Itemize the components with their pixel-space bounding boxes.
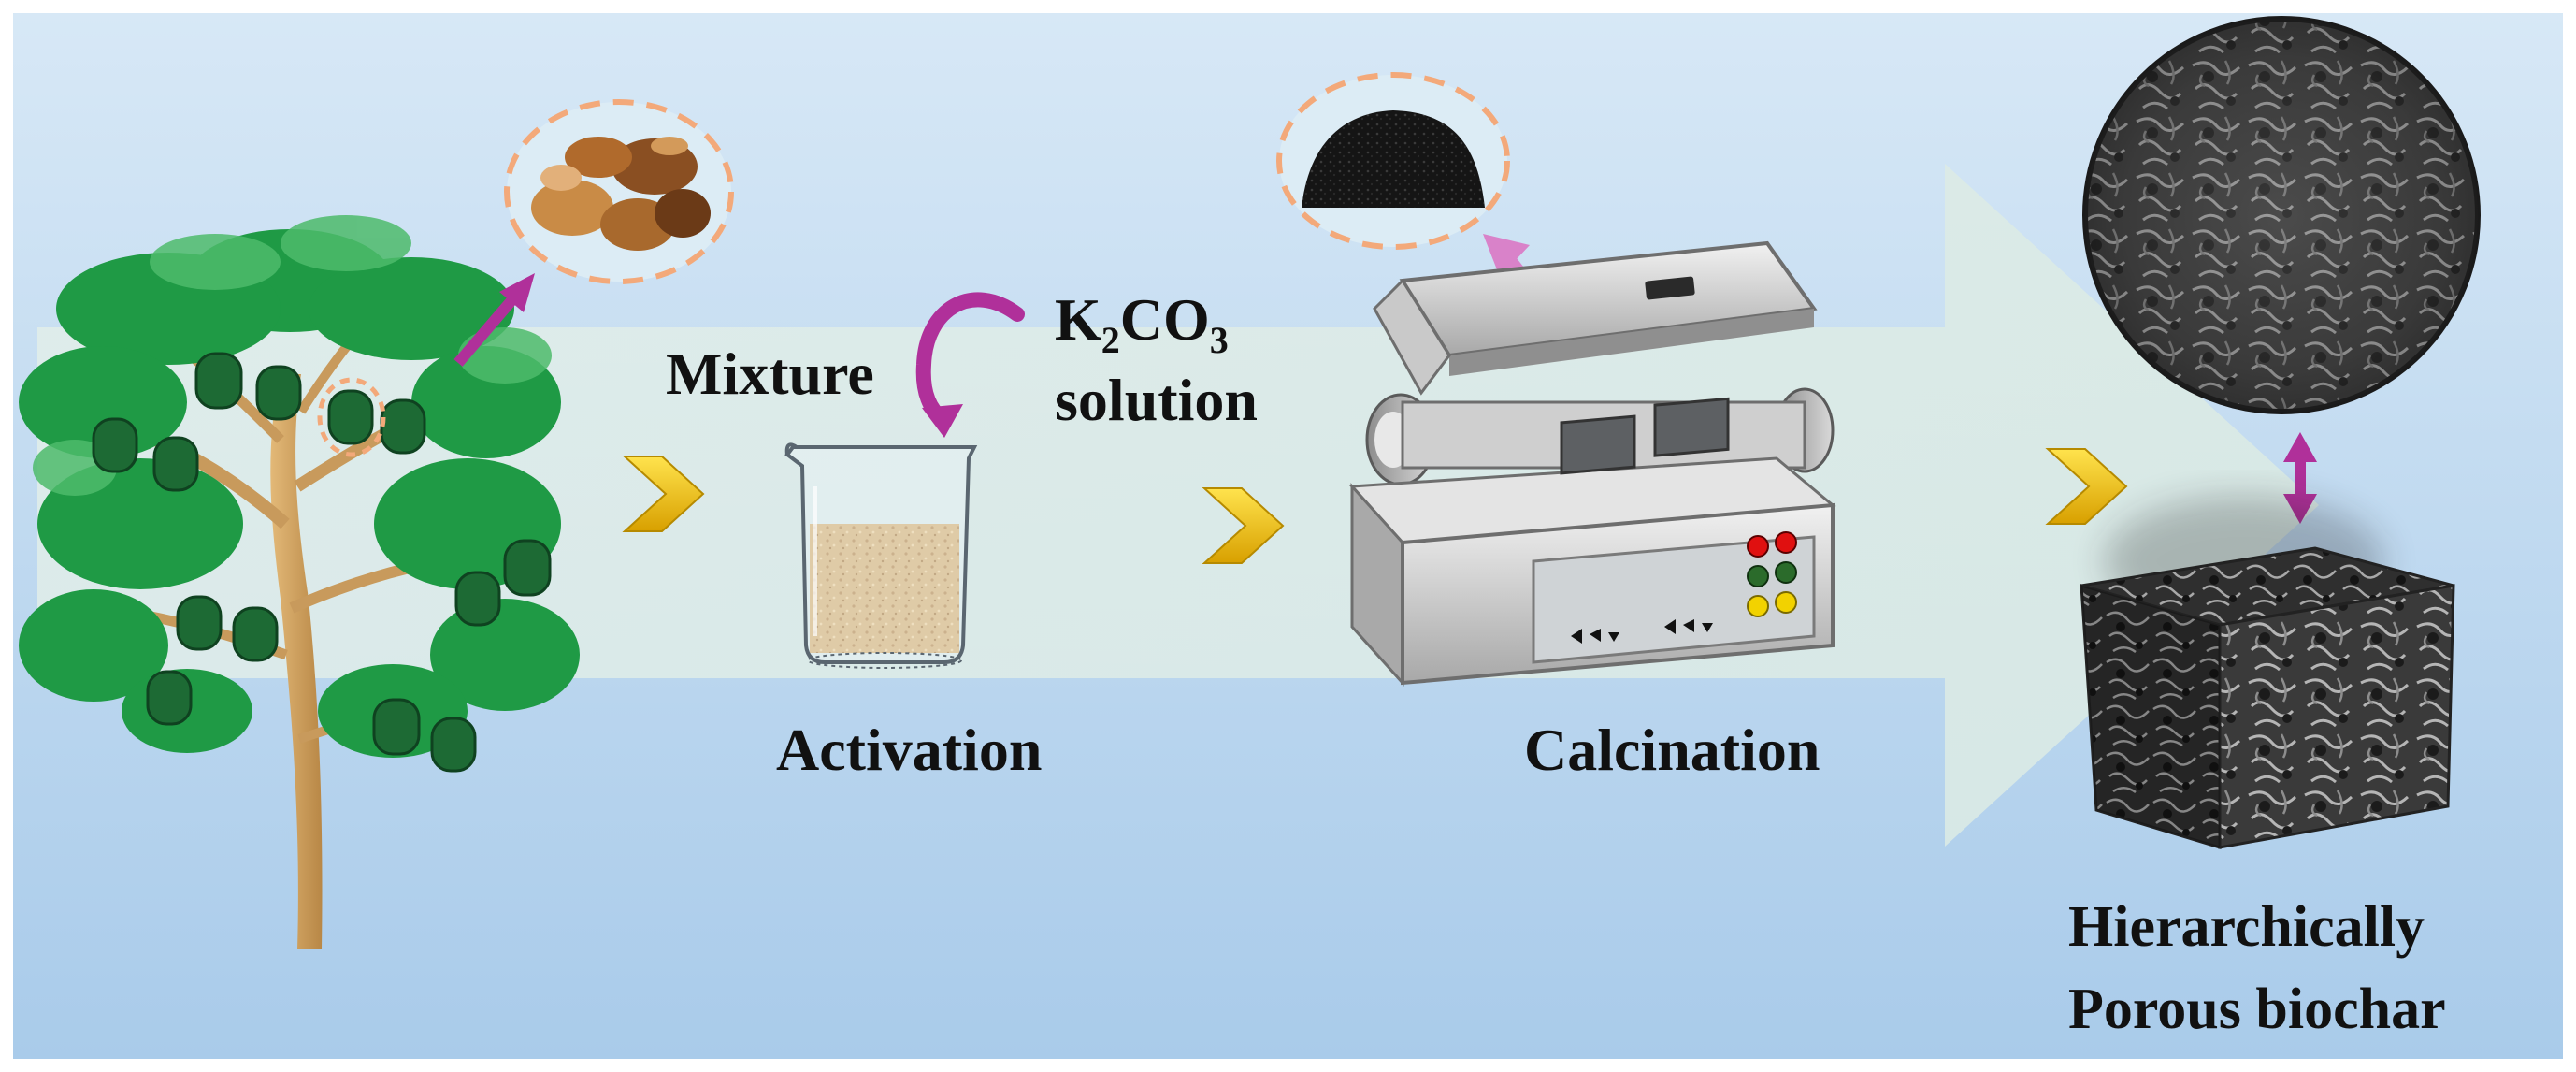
- k2co3-co: CO: [1119, 286, 1210, 353]
- chevron-icon-2: [1202, 487, 1285, 564]
- mixing-arrow-icon: [915, 292, 1025, 438]
- solution-label: solution: [1055, 367, 1258, 433]
- k2co3-k: K: [1055, 286, 1101, 353]
- carbon-powder-icon: [1276, 72, 1510, 250]
- k2co3-label: K2CO3: [1055, 290, 1229, 359]
- porous-cube-icon: [2080, 496, 2455, 850]
- k2co3-sub2: 2: [1101, 319, 1120, 361]
- calcination-label: Calcination: [1524, 717, 1820, 783]
- mixture-label: Mixture: [666, 340, 874, 407]
- tree-to-shell-arrow: [453, 273, 535, 367]
- beaker-icon: [784, 442, 978, 669]
- sem-circle-icon: [2082, 16, 2481, 414]
- chevron-icon-3: [2045, 448, 2128, 525]
- product-label-line1: Hierarchically: [2068, 895, 2425, 959]
- product-label-line2: Porous biochar: [2068, 978, 2446, 1041]
- tube-furnace-icon: [1348, 240, 1836, 687]
- chevron-icon-1: [622, 456, 705, 532]
- activation-label: Activation: [776, 717, 1043, 783]
- k2co3-sub3: 3: [1209, 319, 1229, 361]
- fruit-shell-icon: [504, 99, 734, 284]
